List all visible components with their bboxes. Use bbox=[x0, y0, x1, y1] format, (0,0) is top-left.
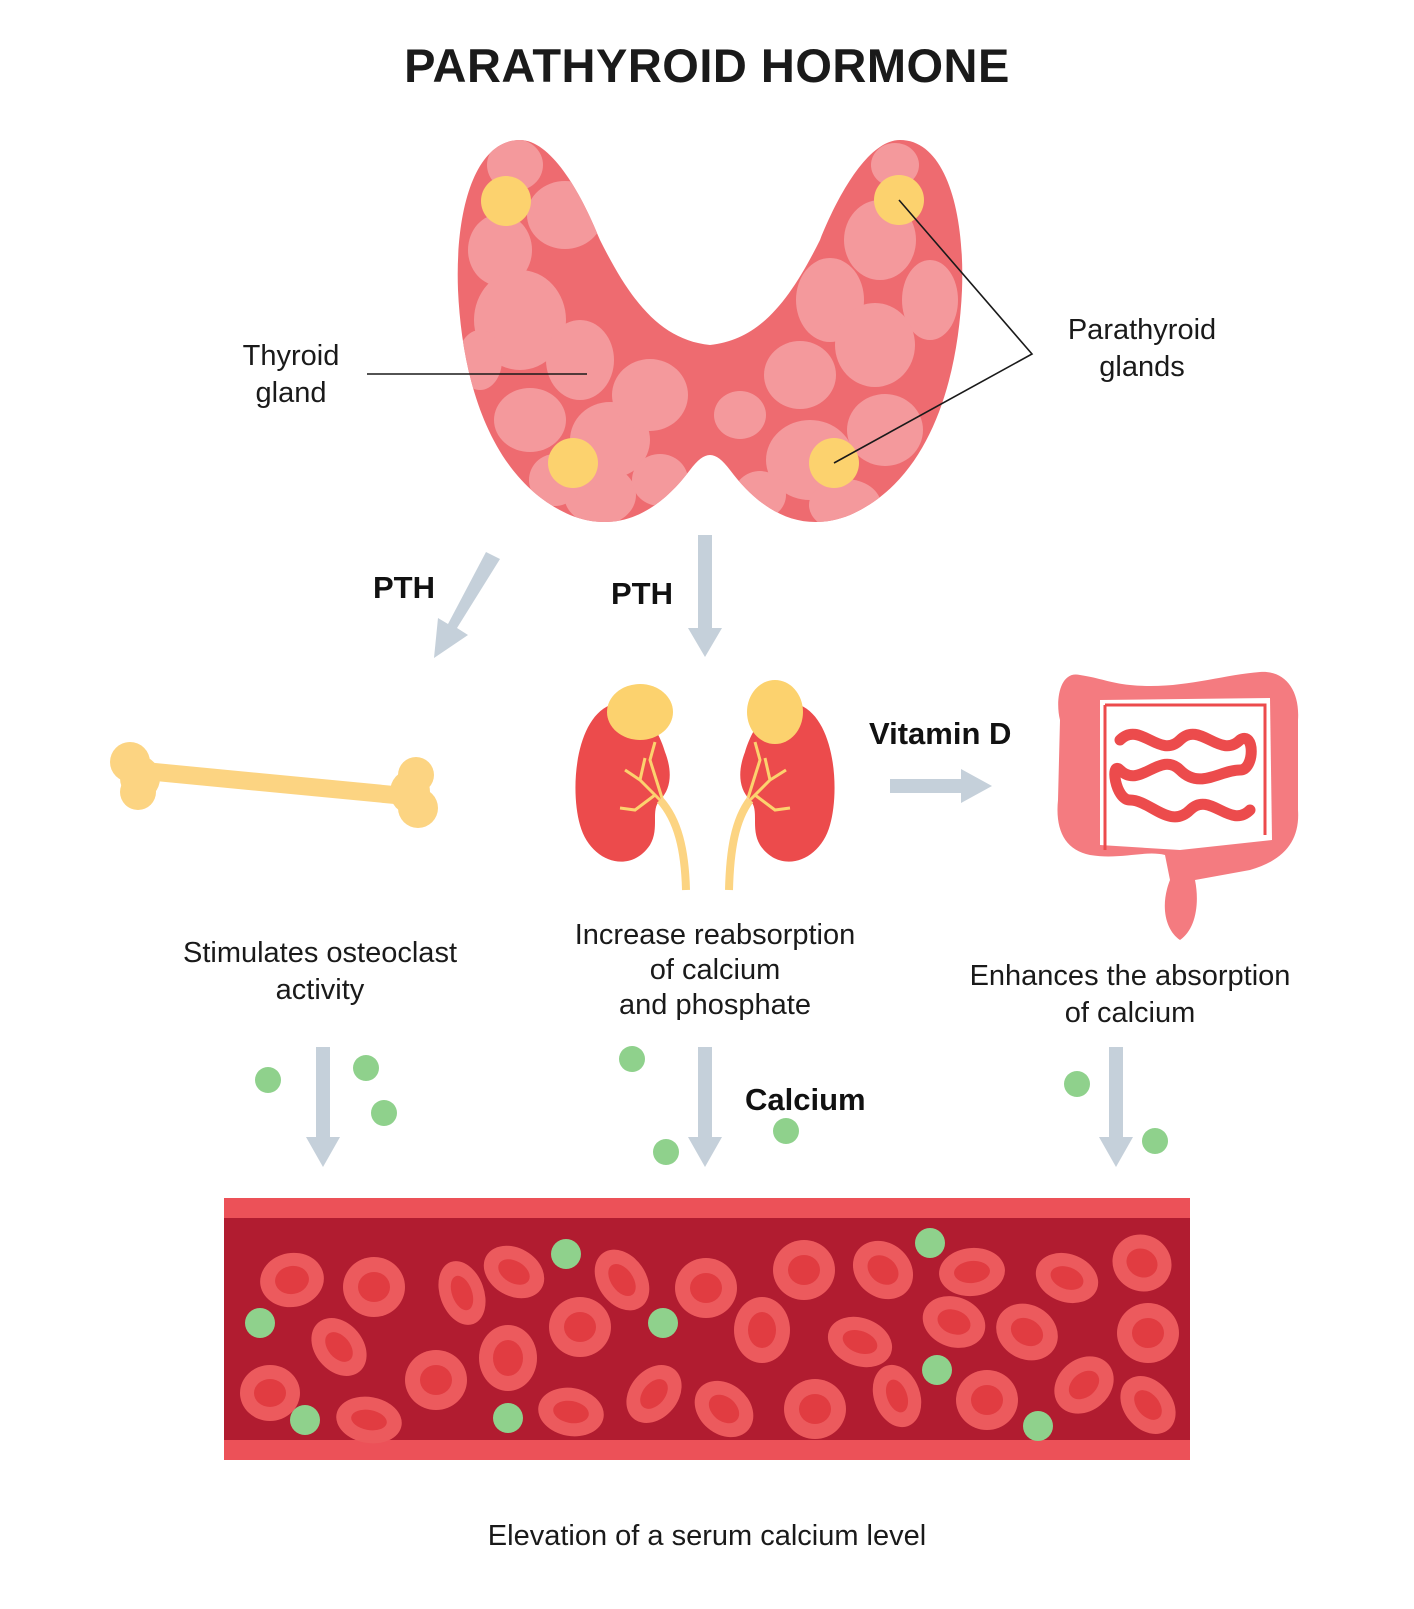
pth-label-center: PTH bbox=[611, 576, 673, 611]
bone-effect-label: Stimulates osteoclast activity bbox=[182, 937, 457, 1006]
red-blood-cells bbox=[240, 1234, 1179, 1444]
parathyroid-glands-label: Parathyroid glands bbox=[1067, 314, 1217, 383]
intestine-icon bbox=[1057, 671, 1299, 940]
parathyroid-gland-icon bbox=[548, 438, 598, 488]
blood-vessel-icon bbox=[224, 1198, 1190, 1460]
page-title: PARATHYROID HORMONE bbox=[404, 39, 1010, 92]
vitamin-d-label: Vitamin D bbox=[869, 716, 1012, 751]
footer-caption: Elevation of a serum calcium level bbox=[487, 1520, 927, 1552]
kidney-icon bbox=[725, 680, 835, 891]
arrow-icon bbox=[434, 552, 500, 658]
arrow-icon bbox=[306, 1047, 1133, 1167]
arrow-icon bbox=[688, 535, 722, 657]
calcium-dot-icon bbox=[255, 1046, 1168, 1165]
kidney-effect-label: Increase reabsorption of calcium and pho… bbox=[574, 919, 856, 1021]
parathyroid-gland-icon bbox=[481, 176, 531, 226]
kidney-icon bbox=[575, 684, 690, 891]
bone-icon bbox=[110, 742, 438, 828]
intestine-effect-label: Enhances the absorption of calcium bbox=[969, 960, 1291, 1029]
arrow-icon bbox=[890, 769, 992, 803]
calcium-dot-icon bbox=[245, 1228, 1053, 1441]
calcium-label: Calcium bbox=[745, 1082, 866, 1117]
thyroid-gland-label: Thyroid gland bbox=[242, 340, 340, 409]
pth-label-left: PTH bbox=[373, 570, 435, 605]
leader-lines bbox=[367, 199, 1034, 464]
